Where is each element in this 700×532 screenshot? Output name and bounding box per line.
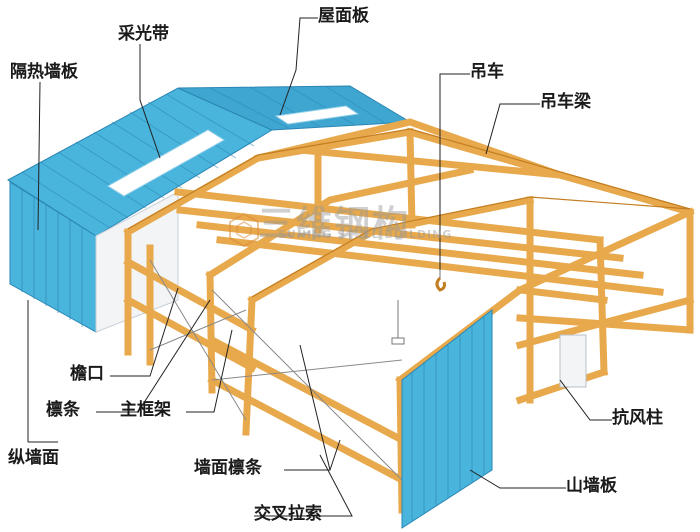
gable-wall-ribs (411, 317, 485, 522)
label-roof-panel: 屋面板 (318, 6, 369, 26)
skylight-strip-1 (107, 129, 225, 197)
skylight-strip-2 (274, 105, 360, 125)
label-skylight: 采光带 (118, 24, 169, 44)
door-opening (559, 334, 587, 388)
cross-bracing (149, 259, 403, 481)
label-insulated-wall-panel: 隔热墙板 (10, 62, 78, 82)
brand-logo-mark (229, 212, 259, 248)
label-wall-purlin: 墙面檩条 (194, 458, 262, 478)
label-purlin: 檩条 (46, 400, 80, 420)
end-wall-interior (95, 191, 179, 333)
label-gable-wall-panel: 山墙板 (566, 476, 617, 496)
label-wind-column: 抗风柱 (612, 408, 663, 428)
label-longitudinal-wall: 纵墙面 (8, 448, 59, 468)
steel-frame-edges (127, 128, 691, 298)
label-crane-beam: 吊车梁 (540, 92, 591, 112)
label-main-frame: 主框架 (120, 400, 171, 420)
watermark-cn: 三维钢构 (258, 204, 411, 245)
roof-ribs (21, 85, 386, 229)
steel-frame (123, 118, 695, 514)
watermark-en: SUNING STEEL BUILDING (278, 228, 453, 241)
label-eave: 檐口 (70, 364, 104, 384)
wall-ribs (21, 190, 83, 327)
leader-lines (27, 17, 612, 517)
label-crane: 吊车 (470, 62, 504, 82)
label-cross-bracing: 交叉拉索 (254, 504, 322, 524)
